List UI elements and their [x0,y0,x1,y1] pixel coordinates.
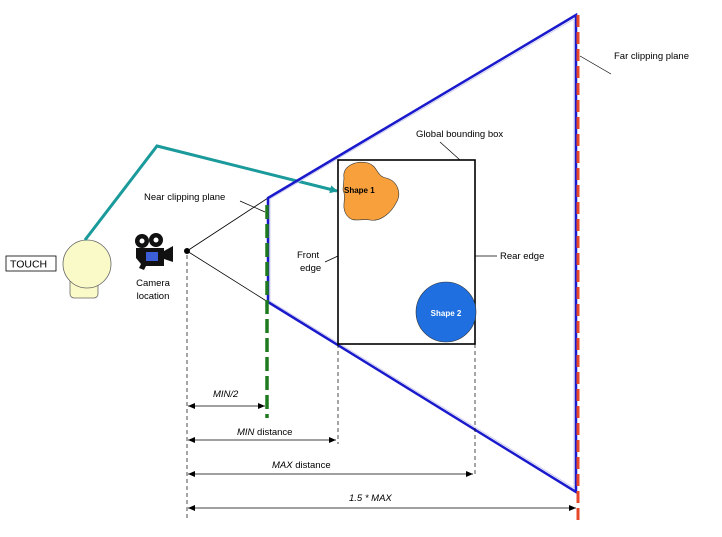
global-bounding-box [337,159,476,345]
front-edge-leader [324,255,339,263]
far-clipping-plane-leader [579,55,612,75]
near-clipping-plane-leader [239,200,266,213]
movie-camera-icon [135,233,173,270]
touch-label-text: TOUCH [10,259,47,271]
shape-1-label: Shape 1 [344,186,375,195]
bounding-box-leader [439,141,461,161]
touch-label: TOUCH [5,255,57,272]
dimension-half-min-label: MIN/2 [213,389,239,400]
camera-ray-bottom [186,250,269,303]
front-edge-label-line2: edge [300,263,321,274]
camera-location-label-line1: Camera [136,278,171,289]
camera-point [184,248,190,254]
camera-location-label-line2: location [137,291,170,302]
round-display-icon [62,239,112,299]
camera-ray-top [186,197,269,252]
dimension-max-distance-label: MAX distance [272,460,331,471]
front-edge-label-line1: Front [297,250,320,261]
rear-edge-label: Rear edge [500,251,544,262]
touch-pointer-arrow [83,144,338,241]
touch-label-box [5,255,57,272]
dimension-min-distance-label: MIN distance [237,427,292,438]
extension-lines [186,255,476,520]
shape-2 [415,281,477,343]
shape-2-label: Shape 2 [431,309,462,318]
dimension-one-and-half-max-label: 1.5 * MAX [349,493,392,504]
far-clipping-plane-label: Far clipping plane [614,51,689,62]
shape-1 [342,161,399,221]
global-bounding-box-label: Global bounding box [416,129,503,140]
near-clipping-plane-label: Near clipping plane [144,192,225,203]
